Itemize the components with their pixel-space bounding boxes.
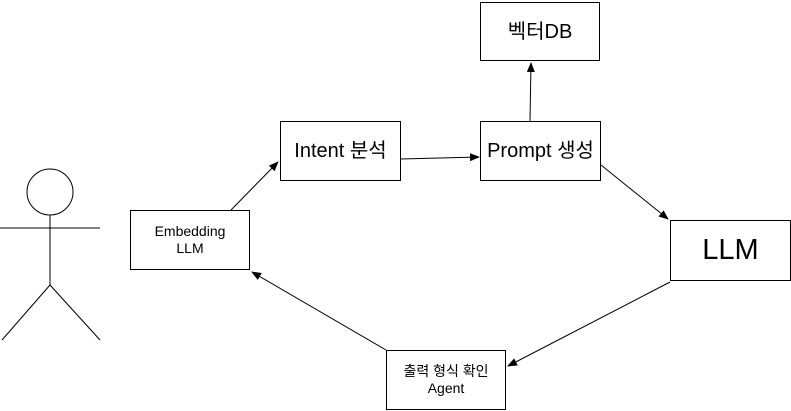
llm-label: LLM — [702, 234, 759, 267]
prompt-generation-node: Prompt 생성 — [480, 121, 601, 181]
edge-embedding-to-intent — [230, 161, 279, 211]
vector-db-node: 벡터DB — [480, 2, 600, 61]
edge-prompt-to-llm — [600, 164, 669, 220]
edge-llm-to-agent — [507, 281, 671, 367]
output-format-agent-node: 출력 형식 확인 Agent — [386, 350, 506, 410]
intent-analysis-label: Intent 분석 — [294, 140, 387, 162]
edge-agent-to-embedding — [251, 271, 387, 351]
stick-figure-icon — [0, 168, 101, 341]
llm-node: LLM — [670, 220, 791, 281]
prompt-generation-label: Prompt 생성 — [487, 140, 594, 162]
embedding-llm-label-line1: Embedding — [154, 223, 226, 240]
output-format-agent-label-line2: Agent — [427, 380, 465, 396]
edge-intent-to-prompt — [400, 153, 480, 162]
edge-prompt-to-vector-db — [526, 62, 535, 122]
embedding-llm-label-line2: LLM — [176, 240, 204, 256]
vector-db-label: 벡터DB — [507, 20, 573, 43]
intent-analysis-node: Intent 분석 — [280, 121, 401, 181]
output-format-agent-label-line1: 출력 형식 확인 — [403, 363, 489, 380]
embedding-llm-node: Embedding LLM — [130, 210, 250, 270]
